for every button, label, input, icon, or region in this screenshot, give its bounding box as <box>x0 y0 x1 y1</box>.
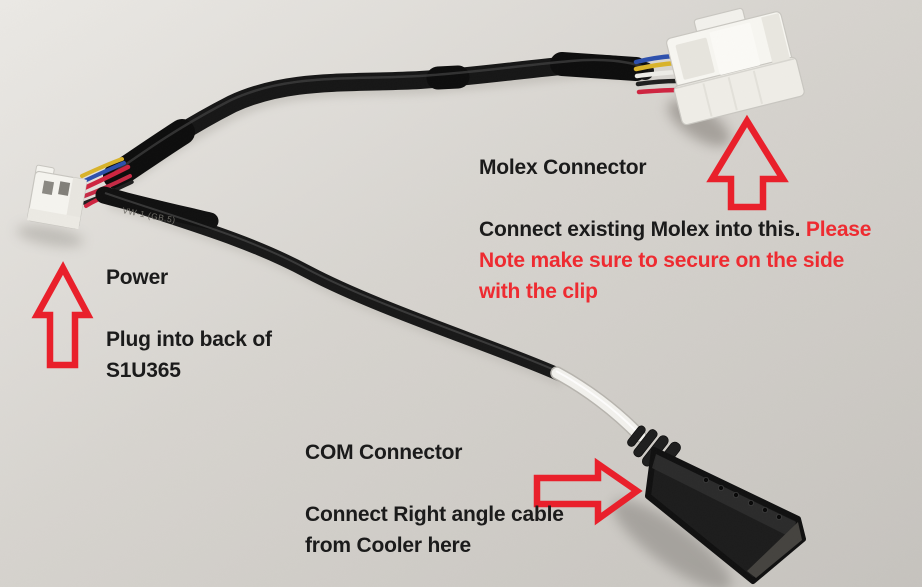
com-annotation: COM Connector Connect Right angle cable … <box>305 437 564 561</box>
com-note-line2: from Cooler here <box>305 534 471 557</box>
power-annotation: Power Plug into back of S1U365 <box>106 262 272 386</box>
molex-annotation: Molex Connector Connect existing Molex i… <box>479 152 871 307</box>
molex-up-arrow-icon <box>706 114 789 211</box>
com-title: COM Connector <box>305 441 463 464</box>
molex-note-red-line1: Please <box>805 218 872 241</box>
molex-note: Connect existing Molex into this. Please… <box>479 214 871 307</box>
power-up-arrow-icon <box>31 261 94 369</box>
com-right-arrow-icon <box>533 457 643 526</box>
molex-title: Molex Connector <box>479 156 647 179</box>
molex-note-red-line3: with the clip <box>479 280 598 303</box>
power-note: Plug into back of S1U365 <box>106 324 272 386</box>
molex-note-black: Connect existing Molex into this. <box>479 218 801 241</box>
power-title: Power <box>106 266 169 289</box>
com-note: Connect Right angle cable from Cooler he… <box>305 499 564 561</box>
com-note-line1: Connect Right angle cable <box>305 503 564 526</box>
power-note-line2: S1U365 <box>106 359 181 382</box>
molex-note-red-line2: Note make sure to secure on the side <box>479 249 845 272</box>
power-note-line1: Plug into back of <box>106 328 272 351</box>
